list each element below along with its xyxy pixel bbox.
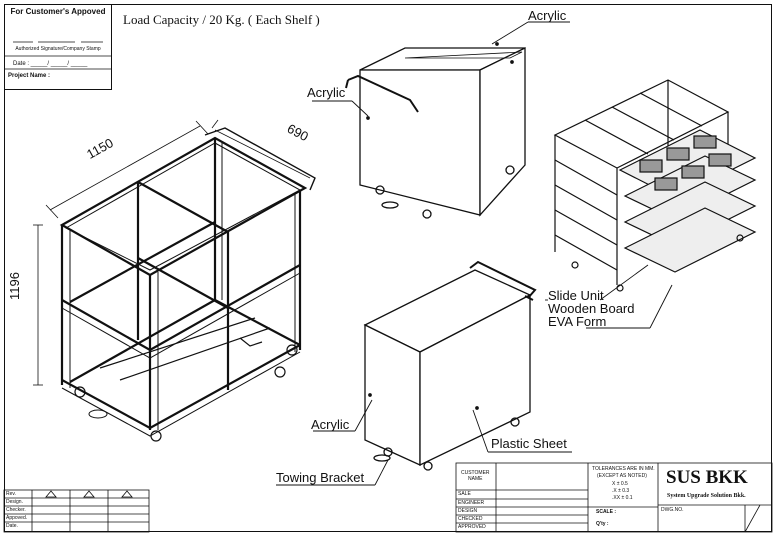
label-plastic-sheet: Plastic Sheet	[491, 436, 567, 451]
tb-qty: Q'ty :	[596, 521, 609, 527]
rev-row-rev: Rev.	[6, 491, 16, 497]
tb-role-sale: SALE	[458, 491, 471, 497]
sheet-border	[4, 4, 772, 532]
approval-signature-lines	[5, 41, 111, 70]
label-acrylic-left: Acrylic	[307, 85, 346, 100]
load-capacity-note: Load Capacity / 20 Kg. ( Each Shelf )	[123, 12, 320, 27]
approval-date: Date : _____/ _____/ _____	[13, 61, 88, 67]
approval-stamp-caption: Authorized Signature/Company Stamp	[15, 46, 101, 52]
tb-role-checked: CHECKED	[458, 516, 483, 522]
rev-row-design: Design.	[6, 499, 23, 505]
enclosed-cart-front-view	[363, 260, 537, 471]
revision-table-grid	[3, 489, 150, 533]
frame-isometric-view	[59, 127, 316, 442]
label-wooden-board: Wooden Board	[548, 301, 635, 316]
tb-tol-xxx: .XX ± 0.1	[612, 495, 633, 501]
tb-role-engineer: ENGINEER	[458, 500, 485, 506]
company-subtitle: System Upgrade Solution Bkk.	[667, 493, 746, 499]
rev-row-approved: Appoved.	[6, 515, 28, 521]
leader-lines	[276, 21, 673, 486]
rev-row-checker: Checker.	[6, 507, 26, 513]
customer-approval-box: For Customer's Appoved Authorized Signat…	[4, 4, 112, 90]
dimension-lines	[33, 119, 311, 386]
title-block-grid	[455, 462, 773, 533]
label-slide-unit: Slide Unit	[548, 288, 604, 303]
dimension-height: 1196	[7, 272, 22, 300]
label-acrylic-bottom: Acrylic	[311, 417, 350, 432]
label-eva-form: EVA Form	[548, 314, 607, 329]
tb-tol-x: X ± 0.5	[612, 481, 628, 487]
enclosed-cart-rear-view	[345, 42, 526, 219]
label-acrylic-top: Acrylic	[528, 8, 567, 23]
tb-role-approved: APPROVED	[458, 524, 486, 530]
tb-tol-xx: .X ± 0.3	[612, 488, 630, 494]
tb-tolerance-sub: (EXCEPT AS NOTED)	[597, 473, 647, 479]
slide-unit-view	[553, 79, 757, 292]
label-towing-bracket: Towing Bracket	[276, 470, 365, 485]
approval-title: For Customer's Appoved	[10, 7, 106, 16]
approval-project: Project Name :	[8, 73, 51, 79]
company-logo-text: SUS BKK	[666, 467, 748, 488]
rev-row-date: Date.	[6, 523, 18, 529]
tb-role-design: DESIGN	[458, 508, 478, 514]
tb-customer-name: CUSTOMER NAME	[461, 470, 490, 482]
tb-tolerance-title: TOLERANCES ARE IN MM.	[592, 466, 655, 472]
tb-dwg-no: DWG.NO.	[661, 507, 684, 513]
tb-scale: SCALE :	[596, 509, 616, 515]
